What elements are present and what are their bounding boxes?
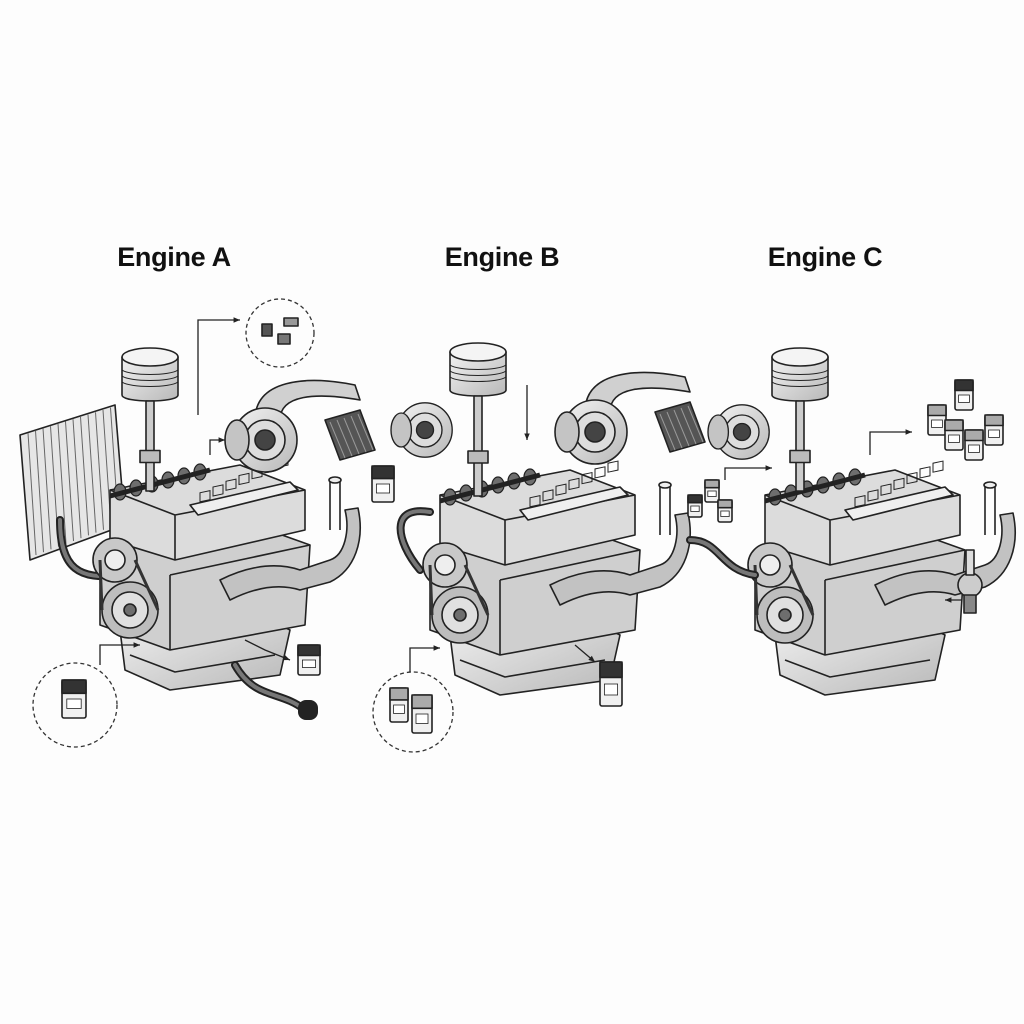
valve-cover [189,481,299,516]
valve-cover [844,486,954,521]
valve-cover [519,486,629,521]
callout-filter-set [372,671,454,753]
engine-c-title: Engine C [767,242,883,272]
alternator [422,542,468,588]
oil-filter-icon-b2 [599,661,623,707]
piston-icon-b [449,342,507,497]
engine-b-title: Engine B [444,242,560,272]
hose-fitting [298,700,318,720]
engine-c [747,460,1016,696]
crank-pulley [756,586,814,644]
turbocharger-icon-b2 [554,371,706,465]
callout-bolts [245,298,315,368]
filter-set-icon-c-1 [954,379,974,411]
filter-set-icon-c-4 [984,414,1004,446]
crank-pulley [431,586,489,644]
arrow-a-turbo [209,439,225,455]
turbocharger-icon-a [224,379,376,473]
callout-oil-filter [32,662,118,748]
arrow-b-filter [409,647,440,672]
hose-icon-c-core [688,538,757,577]
small-filter-icon-c-0 [687,494,703,518]
exhaust-manifold [219,507,361,601]
alternator [92,537,138,583]
crank-pulley [101,581,159,639]
arrow-a-turbo-head [218,437,225,443]
arrow-c-small [724,467,772,480]
sensor-icon [957,549,983,614]
oil-filter-icon-b [371,465,395,503]
arrow-a-filter2 [244,639,291,661]
arrow-a-filter-head [133,642,140,648]
piston-icon-c [771,347,829,492]
arrow-c-filters-head [905,429,912,435]
engine-b [422,460,691,696]
arrow-c-sensor-head [945,597,952,603]
arrow-a-top-head [233,317,240,323]
arrow-a-filter [99,644,140,665]
filter-set-icon-c-3 [964,429,984,461]
turbocharger-icon-c [707,404,770,460]
filter-set-icon-c-2 [944,419,964,451]
arrow-c-filters [869,431,912,455]
arrow-c-small-head [765,465,772,471]
turbocharger-icon-b1 [390,402,453,458]
arrow-b-filter-head [433,645,440,651]
hose-icon-a-core [233,663,307,712]
piston-icon-a [121,347,179,492]
filter-set-icon-c-0 [927,404,947,436]
arrow-a-top [197,319,240,415]
arrow-a-filter2-head [283,655,290,661]
small-filter-icon-c-1 [704,479,720,503]
arrow-b-top-head [524,433,530,440]
filter-set-icon-b2 [411,694,433,734]
oil-filter-icon-a [61,679,87,719]
engine-a-title: Engine A [117,242,231,272]
engine-a [92,455,361,691]
bolts-icon [261,317,299,345]
arrow-b-filter2-head [588,655,595,662]
filter-set-icon-b1 [389,687,409,723]
oil-filter-icon-a2 [297,644,321,676]
hose-icon-b-core [398,509,432,572]
alternator [747,542,793,588]
small-filter-icon-c-2 [717,499,733,523]
